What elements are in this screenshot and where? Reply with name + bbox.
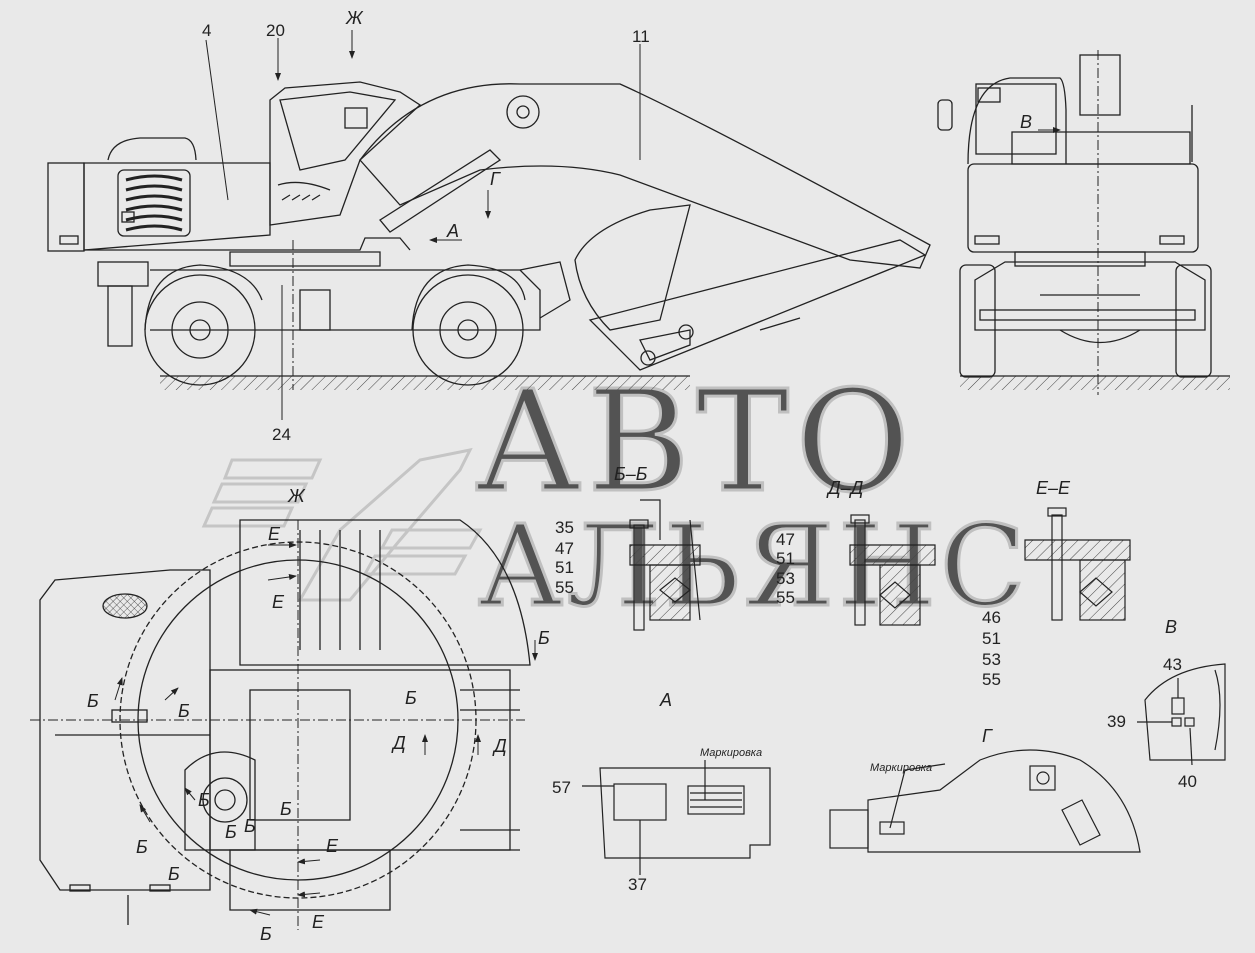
- mark-b7: Б: [225, 822, 237, 842]
- callout-labels: 4 20 11 24 35 47 51 55 47 51 53 55 46 51…: [202, 21, 1197, 894]
- callout-55c: 55: [982, 670, 1001, 689]
- mark-b9: Б: [168, 864, 180, 884]
- callout-47a: 47: [555, 539, 574, 558]
- section-bb: [629, 499, 701, 631]
- mark-e4: Е: [312, 912, 325, 932]
- callout-39: 39: [1107, 712, 1126, 731]
- plan-view: [39, 519, 531, 925]
- mark-e3: Е: [326, 836, 339, 856]
- view-v-title: В: [1165, 617, 1177, 637]
- callout-51b: 51: [776, 549, 795, 568]
- front-view: [937, 54, 1230, 390]
- callout-40: 40: [1178, 772, 1197, 791]
- section-ee: [1024, 507, 1131, 621]
- marking-notes: Маркировка Маркировка: [700, 747, 932, 774]
- callout-53c: 53: [982, 650, 1001, 669]
- side-view: [47, 81, 931, 390]
- marking-note-g: Маркировка: [870, 762, 932, 774]
- callout-46: 46: [982, 608, 1001, 627]
- marking-note-a: Маркировка: [700, 747, 762, 759]
- plan-view-leaders: [30, 520, 538, 930]
- callout-55a: 55: [555, 578, 574, 597]
- view-a-title: А: [659, 690, 672, 710]
- callout-53b: 53: [776, 569, 795, 588]
- callout-35: 35: [555, 518, 574, 537]
- view-g-title: Г: [982, 726, 993, 746]
- side-view-leaders: [205, 30, 641, 420]
- front-view-leaders: [1038, 50, 1099, 395]
- view-zh-top: Ж: [345, 8, 364, 28]
- callout-20: 20: [266, 21, 285, 40]
- view-zh-plan: Ж: [287, 486, 306, 506]
- callout-24: 24: [272, 425, 291, 444]
- callout-55b: 55: [776, 588, 795, 607]
- mark-d2: Д: [492, 736, 507, 756]
- callout-37: 37: [628, 875, 647, 894]
- mark-b2: Б: [178, 701, 190, 721]
- mark-b4: Б: [538, 628, 550, 648]
- callout-11: 11: [632, 27, 650, 46]
- view-g-side: Г: [490, 169, 501, 189]
- detail-view-v: [1137, 663, 1226, 766]
- mark-d1: Д: [391, 733, 406, 753]
- callout-57: 57: [552, 778, 571, 797]
- callout-43: 43: [1163, 655, 1182, 674]
- mark-b3: Б: [405, 688, 417, 708]
- section-dd-title: Д–Д: [826, 478, 864, 498]
- detail-view-a: [582, 760, 771, 875]
- callout-51a: 51: [555, 558, 574, 577]
- mark-b5: Б: [198, 790, 210, 810]
- detail-view-g: [829, 749, 1141, 853]
- section-ee-title: Е–Е: [1036, 478, 1071, 498]
- view-labels: Ж Г А В Б–Б Д–Д Е–Е В А Г Ж: [287, 8, 1177, 746]
- mark-e2: Е: [272, 592, 285, 612]
- mark-b11: Б: [244, 816, 256, 836]
- mark-b10: Б: [260, 924, 272, 944]
- watermark-logo: АВТО АЛЬЯНС: [201, 360, 1030, 634]
- mark-b6: Б: [280, 799, 292, 819]
- mark-b1: Б: [87, 691, 99, 711]
- callout-4: 4: [202, 21, 211, 40]
- mark-b8: Б: [136, 837, 148, 857]
- view-v-front: В: [1020, 112, 1032, 132]
- mark-e1: Е: [268, 524, 281, 544]
- watermark-line2: АЛЬЯНС: [478, 502, 1030, 632]
- view-a-side: А: [446, 221, 459, 241]
- plan-marks: Е Е Е Е Б Б Б Б Б Б Б Б Б Б Б Д Д: [87, 524, 550, 944]
- callout-47b: 47: [776, 530, 795, 549]
- callout-51c: 51: [982, 629, 1001, 648]
- section-dd: [849, 514, 936, 626]
- section-bb-title: Б–Б: [614, 464, 648, 484]
